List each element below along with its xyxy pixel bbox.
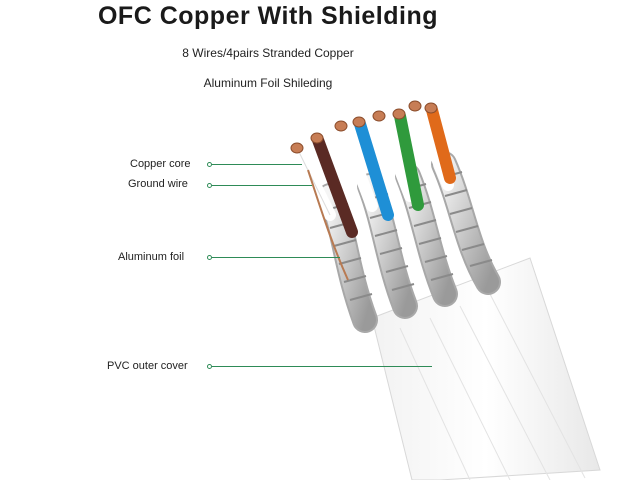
diagram-title: OFC Copper With Shielding (97, 2, 439, 30)
callout-dot-aluminum-foil (207, 255, 212, 260)
callout-dot-pvc-outer-cover (207, 364, 212, 369)
copper-cores (290, 100, 438, 154)
label-copper-core: Copper core (130, 158, 191, 170)
diagram-subtitle-shielding: Aluminum Foil Shileding (203, 76, 333, 90)
label-aluminum-foil: Aluminum foil (118, 251, 185, 263)
callout-dot-copper-core (207, 162, 212, 167)
ground-wire-strand (307, 169, 349, 281)
callout-line-ground-wire (212, 185, 312, 186)
pvc-jacket (371, 257, 601, 480)
label-pvc-outer-cover: PVC outer cover (107, 360, 188, 372)
callout-line-pvc-outer-cover (212, 366, 432, 367)
diagram-subtitle-wires: 8 Wires/4pairs Stranded Copper (182, 46, 354, 60)
wire-brown (312, 134, 358, 238)
wire-green (394, 110, 424, 211)
callout-line-aluminum-foil (212, 257, 340, 258)
callout-dot-ground-wire (207, 183, 212, 188)
callout-line-copper-core (212, 164, 302, 165)
wire-orange (426, 104, 456, 184)
wire-white-green (374, 112, 416, 202)
label-ground-wire: Ground wire (128, 178, 188, 190)
wire-white-brown (297, 149, 331, 216)
wire-white-blue (336, 122, 378, 212)
wires (292, 102, 456, 238)
wire-blue (354, 118, 394, 221)
